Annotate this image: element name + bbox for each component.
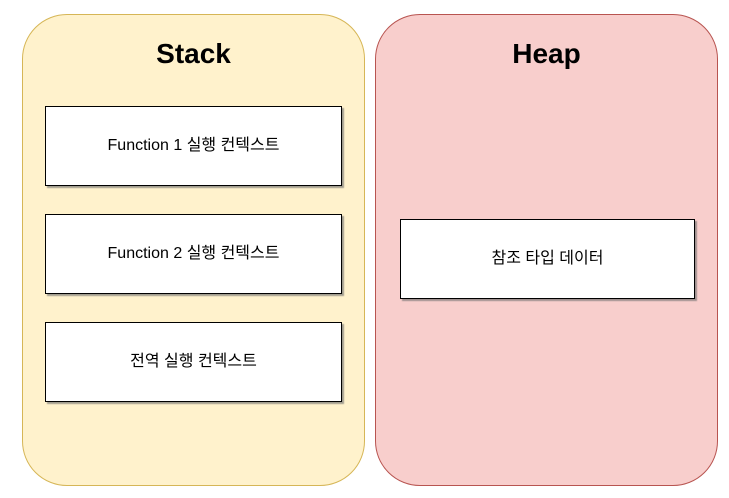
stack-region: Stack Function 1 실행 컨텍스트 Function 2 실행 컨… [22,14,365,486]
global-context-label: 전역 실행 컨텍스트 [130,353,257,370]
function1-context-box: Function 1 실행 컨텍스트 [45,106,342,186]
function2-context-box: Function 2 실행 컨텍스트 [45,214,342,294]
reference-data-box: 참조 타입 데이터 [400,219,695,299]
function2-context-label: Function 2 실행 컨텍스트 [107,245,280,262]
global-context-box: 전역 실행 컨텍스트 [45,322,342,402]
reference-data-label: 참조 타입 데이터 [491,250,604,267]
function1-context-label: Function 1 실행 컨텍스트 [107,137,280,154]
stack-title: Stack [156,38,231,69]
heap-region: Heap 참조 타입 데이터 [375,14,718,486]
heap-title: Heap [512,38,581,69]
